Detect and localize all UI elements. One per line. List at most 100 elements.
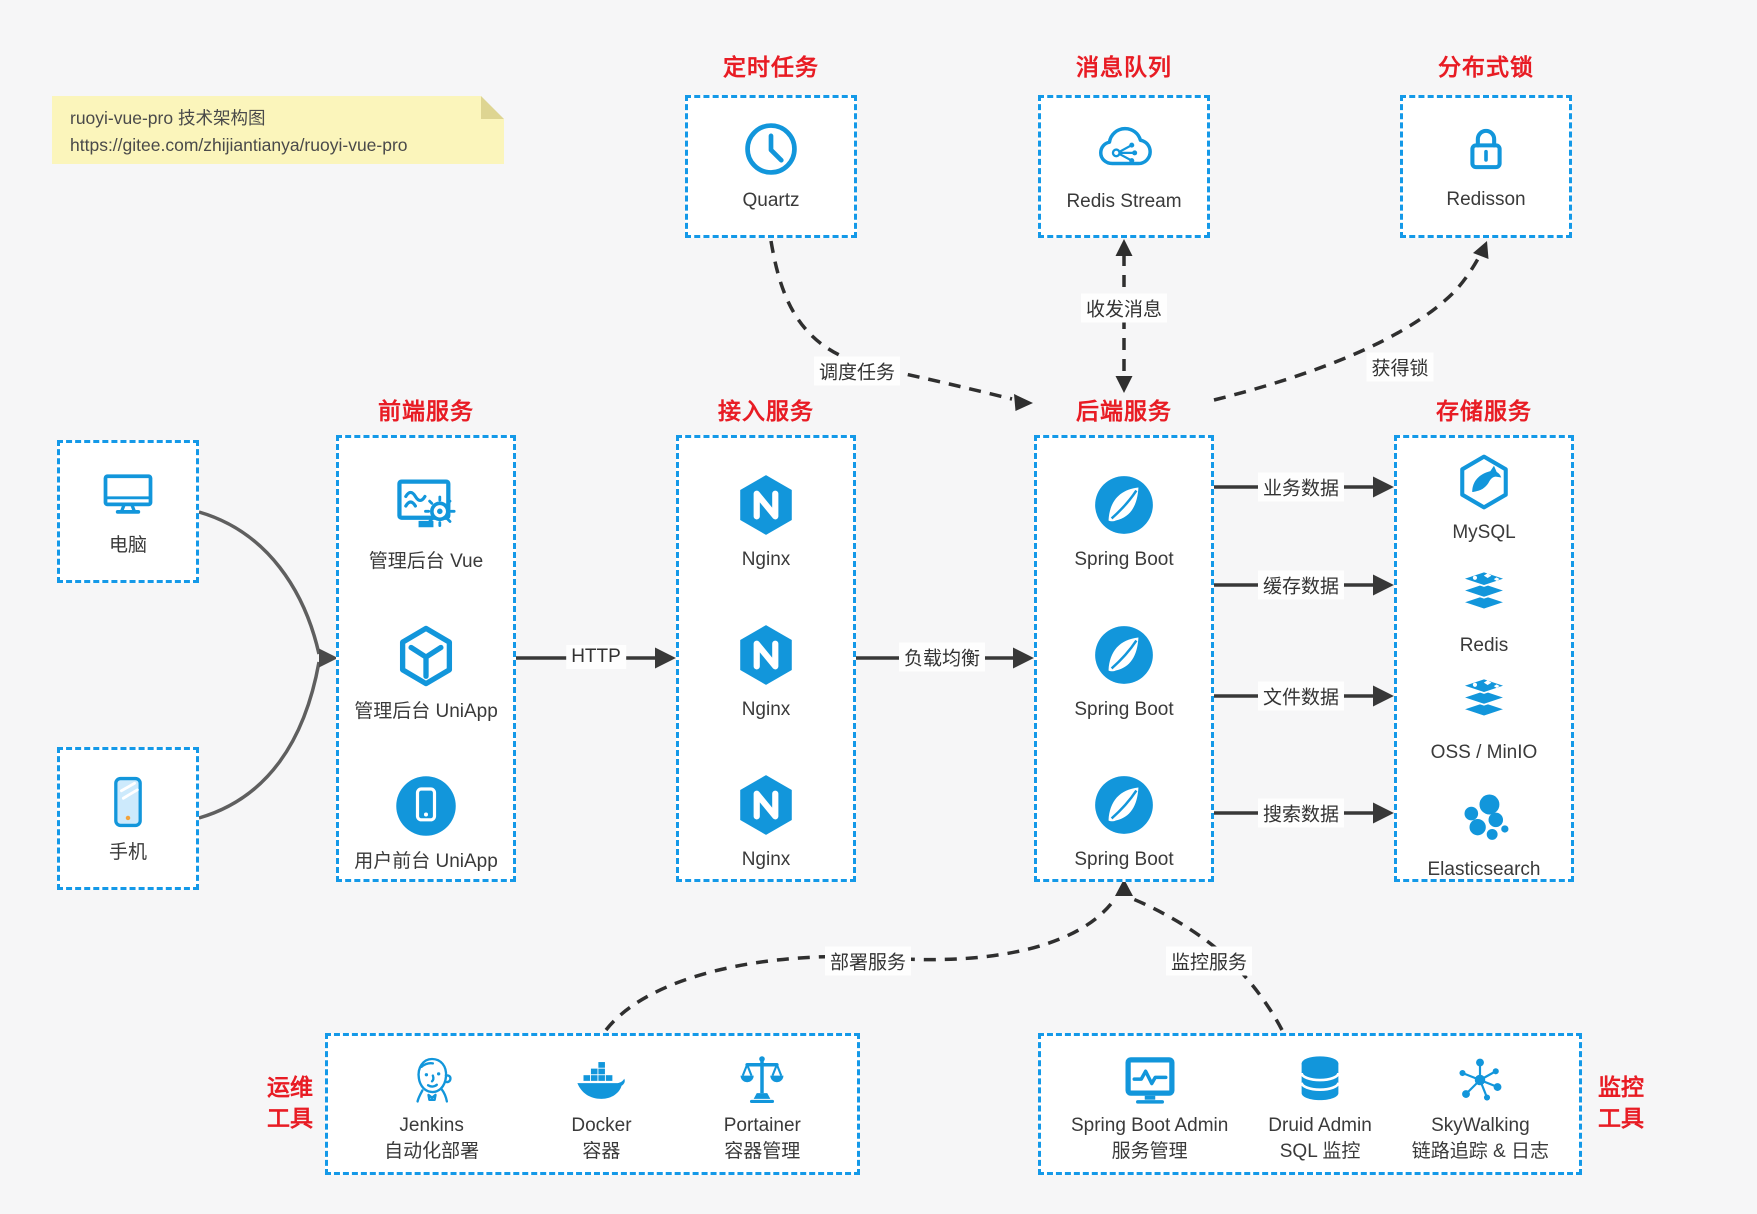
wire-label-search-data: 搜索数据 — [1257, 798, 1345, 828]
nginx-icon — [740, 775, 792, 835]
storage-item-mysql: MySQL — [1397, 453, 1571, 546]
sticky-note-title: ruoyi-vue-pro 技术架构图 — [70, 108, 266, 128]
item-label-docker: Docker 容器 — [571, 1114, 632, 1162]
item-label-springboot: Spring Boot — [1074, 549, 1174, 570]
item-label-redisson: Redisson — [1446, 189, 1526, 211]
item-label-admin-uniapp: 管理后台 UniApp — [354, 701, 498, 722]
item-label-springboot: Spring Boot — [1074, 849, 1174, 870]
skywalking-network-icon — [1459, 1058, 1502, 1101]
item-label-oss-minio: OSS / MinIO — [1430, 742, 1538, 763]
redis-stack-icon — [1459, 570, 1509, 611]
ops-item-docker: Docker 容器 — [571, 1052, 632, 1164]
monitor-tools-label: 监控 工具 — [1598, 1074, 1644, 1132]
wire-label-load-balance: 负载均衡 — [898, 642, 986, 672]
item-label-admin-vue: 管理后台 Vue — [368, 551, 484, 572]
monitor-item-skywalking: SkyWalking 链路追踪 & 日志 — [1412, 1052, 1549, 1164]
item-label-desktop: 电脑 — [108, 534, 147, 556]
elasticsearch-icon — [1464, 794, 1509, 840]
wire-label-monitor-service: 监控服务 — [1165, 946, 1253, 976]
ops-item-jenkins: Jenkins 自动化部署 — [384, 1052, 479, 1164]
storage-stack-icon — [1459, 677, 1509, 718]
druid-database-icon — [1300, 1056, 1340, 1100]
access-item-nginx-2: Nginx — [679, 622, 853, 723]
spring-boot-icon — [1095, 476, 1153, 534]
box-quartz: Quartz — [685, 95, 857, 238]
send-receive-arrowhead-up — [1115, 239, 1133, 256]
sticky-note-fold-icon — [481, 96, 504, 119]
box-access-services: Nginx Nginx Nginx — [676, 435, 856, 882]
portainer-scales-icon — [740, 1056, 784, 1103]
acquire-lock-curve — [1213, 256, 1481, 402]
wire-label-file-data: 文件数据 — [1257, 681, 1345, 711]
docker-icon — [577, 1061, 626, 1099]
phone-icon — [114, 776, 142, 827]
monitor-item-springboot-admin: Spring Boot Admin 服务管理 — [1071, 1052, 1228, 1164]
item-label-quartz: Quartz — [742, 190, 800, 212]
box-redisson: Redisson — [1400, 95, 1572, 238]
box-frontend-services: 管理后台 Vue 管理后台 UniApp 用户前台 UniApp — [336, 435, 516, 882]
ops-tools-label: 运维 工具 — [267, 1074, 313, 1132]
wire-label-deploy-service: 部署服务 — [824, 946, 912, 976]
item-label-nginx: Nginx — [741, 849, 791, 870]
box-backend-services: Spring Boot Spring Boot Spring Boot — [1034, 435, 1214, 882]
item-label-phone: 手机 — [108, 841, 147, 863]
send-receive-arrowhead-down — [1115, 376, 1133, 393]
cloud-queue-icon — [1099, 127, 1152, 166]
group-title-message-queue: 消息队列 — [1076, 54, 1172, 80]
column-title-access: 接入服务 — [718, 398, 814, 424]
frontend-item-user-uniapp: 用户前台 UniApp — [339, 772, 513, 875]
box-client-desktop: 电脑 — [57, 440, 199, 583]
jenkins-icon — [415, 1057, 452, 1103]
item-label-springboot-admin: Spring Boot Admin 服务管理 — [1070, 1114, 1229, 1162]
wire-label-acquire-lock: 获得锁 — [1366, 352, 1434, 382]
item-label-mysql: MySQL — [1452, 522, 1516, 543]
item-label-jenkins: Jenkins 自动化部署 — [384, 1114, 480, 1162]
backend-bottom-arrowhead — [1115, 879, 1133, 896]
item-label-nginx: Nginx — [741, 549, 791, 570]
client-phone-curve — [198, 661, 321, 820]
wire-label-business-data: 业务数据 — [1257, 472, 1345, 502]
box-monitor-tools: Spring Boot Admin 服务管理 Druid Admin SQL 监… — [1038, 1033, 1582, 1175]
spring-boot-icon — [1095, 626, 1153, 684]
box-client-phone: 手机 — [57, 747, 199, 890]
schedule-task-arrowhead — [1014, 394, 1033, 411]
column-title-storage: 存储服务 — [1436, 398, 1532, 424]
backend-item-springboot-2: Spring Boot — [1037, 622, 1211, 723]
box-ops-tools: Jenkins 自动化部署 Docker 容器 — [325, 1033, 860, 1175]
group-title-distributed-lock: 分布式锁 — [1438, 54, 1534, 80]
storage-item-elasticsearch: Elasticsearch — [1397, 790, 1571, 883]
spring-boot-icon — [1095, 776, 1153, 834]
nginx-icon — [740, 475, 792, 535]
user-app-icon — [396, 776, 456, 836]
backend-item-springboot-3: Spring Boot — [1037, 772, 1211, 873]
box-storage-services: MySQL Redis — [1394, 435, 1574, 882]
access-item-nginx-3: Nginx — [679, 772, 853, 873]
admin-vue-icon — [397, 479, 456, 528]
storage-item-redis: Redis — [1397, 566, 1571, 659]
client-merge-arrowhead — [319, 648, 338, 668]
frontend-item-admin-uniapp: 管理后台 UniApp — [339, 622, 513, 725]
item-label-springboot: Spring Boot — [1074, 699, 1174, 720]
client-desktop-curve — [198, 510, 321, 655]
nginx-icon — [740, 625, 792, 685]
column-title-backend: 后端服务 — [1076, 398, 1172, 424]
sticky-note-url: https://gitee.com/zhijiantianya/ruoyi-vu… — [70, 135, 408, 156]
acquire-lock-arrowhead — [1473, 241, 1489, 259]
wire-label-schedule-task: 调度任务 — [813, 356, 901, 386]
monitor-service-curve — [1132, 897, 1284, 1031]
clock-icon — [745, 123, 797, 175]
item-label-skywalking: SkyWalking 链路追踪 & 日志 — [1411, 1114, 1549, 1162]
monitor-item-druid: Druid Admin SQL 监控 — [1268, 1052, 1372, 1164]
item-label-nginx: Nginx — [741, 699, 791, 720]
sticky-note: ruoyi-vue-pro 技术架构图 https://gitee.com/zh… — [52, 96, 504, 164]
item-label-portainer: Portainer 容器管理 — [723, 1114, 801, 1162]
wire-label-http: HTTP — [566, 645, 626, 669]
frontend-item-admin-vue: 管理后台 Vue — [339, 472, 513, 575]
storage-item-oss-minio: OSS / MinIO — [1397, 673, 1571, 766]
desktop-icon — [103, 474, 153, 514]
ops-item-portainer: Portainer 容器管理 — [724, 1052, 801, 1164]
group-title-scheduled-task: 定时任务 — [723, 54, 819, 80]
spring-boot-admin-icon — [1125, 1057, 1175, 1104]
